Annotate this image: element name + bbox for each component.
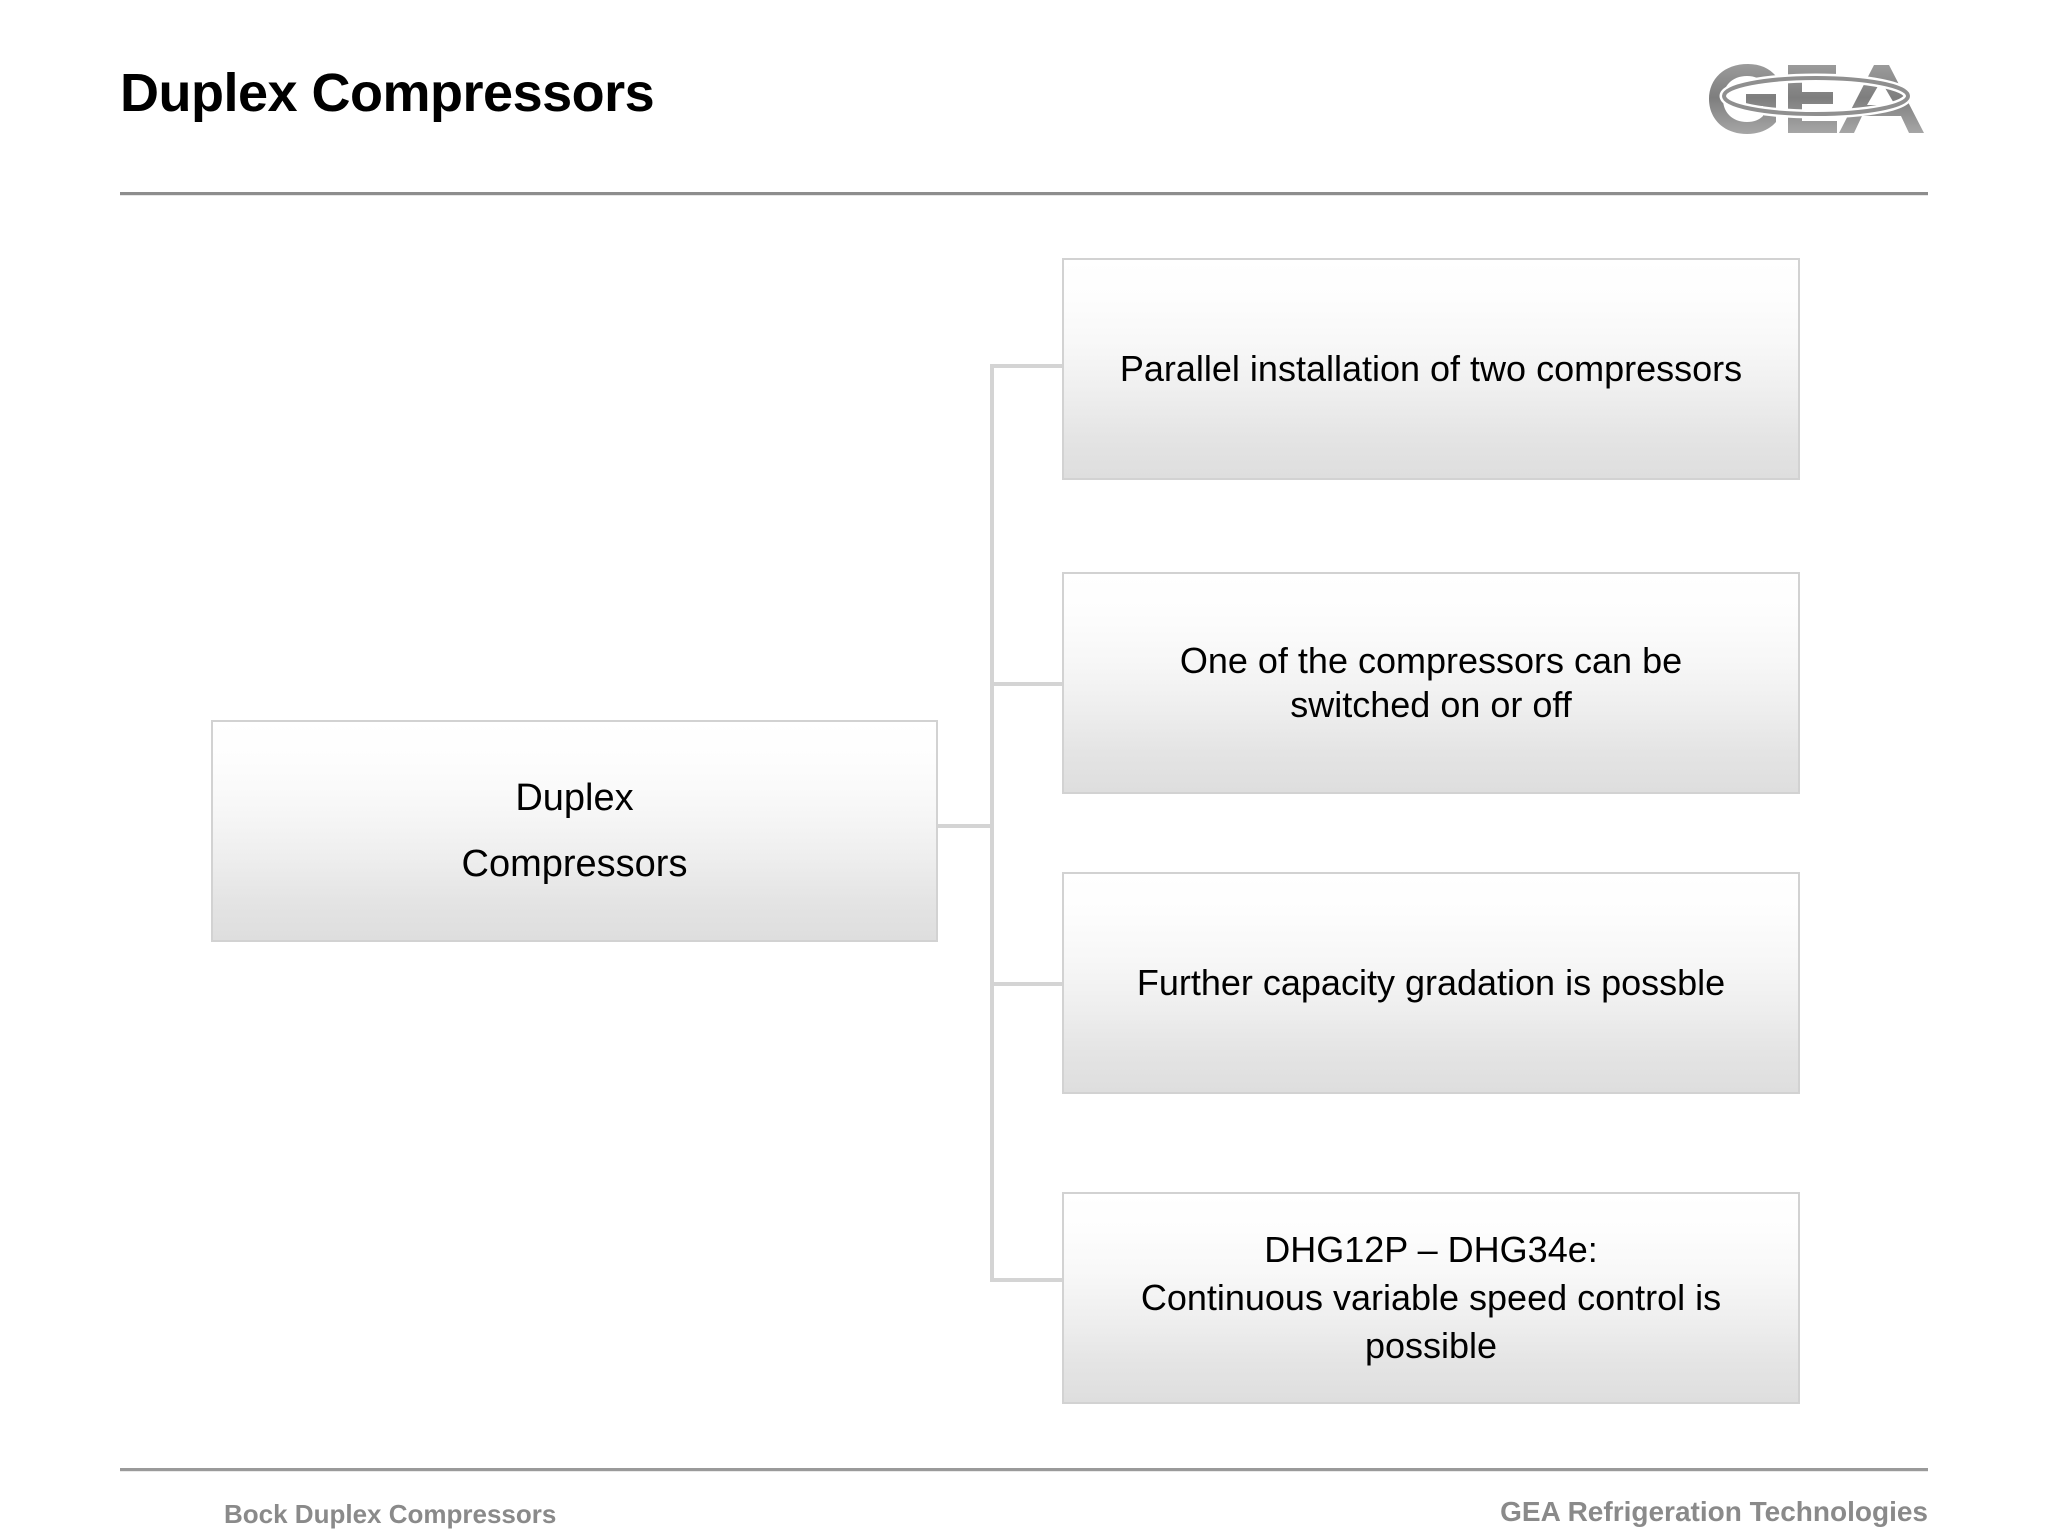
connector-spine (990, 364, 994, 1282)
header-divider (120, 192, 1928, 195)
footer-divider (120, 1468, 1928, 1471)
page-title: Duplex Compressors (120, 63, 655, 123)
root-node-line-2: Compressors (461, 843, 688, 885)
connector-branch-stub-4 (990, 1278, 1064, 1282)
gea-logo (1700, 52, 1930, 144)
connector-branch-stub-1 (990, 364, 1064, 368)
footer-right-text: GEA Refrigeration Technologies (1500, 1496, 1928, 1527)
connector-branch-stub-2 (990, 682, 1064, 686)
diagram-branch-node-1[interactable]: Parallel installation of two compressors (1062, 258, 1800, 480)
connector-branch-stub-3 (990, 982, 1064, 986)
branch-node-2-line-1: One of the compressors can be (1179, 640, 1683, 682)
connector-root-stub (938, 824, 992, 828)
branch-node-3-line-1: Further capacity gradation is possble (1136, 962, 1726, 1004)
diagram-branch-node-2[interactable]: One of the compressors can be switched o… (1062, 572, 1800, 794)
branch-node-4-line-1: DHG12P – DHG34e: (1264, 1228, 1598, 1270)
branch-node-1-line-1: Parallel installation of two compressors (1119, 348, 1743, 390)
diagram-root-node[interactable]: Duplex Compressors (211, 720, 938, 942)
branch-node-2-line-2: switched on or off (1290, 684, 1572, 725)
footer-left-text: Bock Duplex Compressors (224, 1499, 557, 1529)
diagram-branch-node-3[interactable]: Further capacity gradation is possble (1062, 872, 1800, 1094)
branch-node-4-line-2: Continuous variable speed control is pos… (1140, 1276, 1722, 1367)
root-node-line-1: Duplex (515, 776, 634, 819)
diagram-branch-node-4[interactable]: DHG12P – DHG34e: Continuous variable spe… (1062, 1192, 1800, 1404)
